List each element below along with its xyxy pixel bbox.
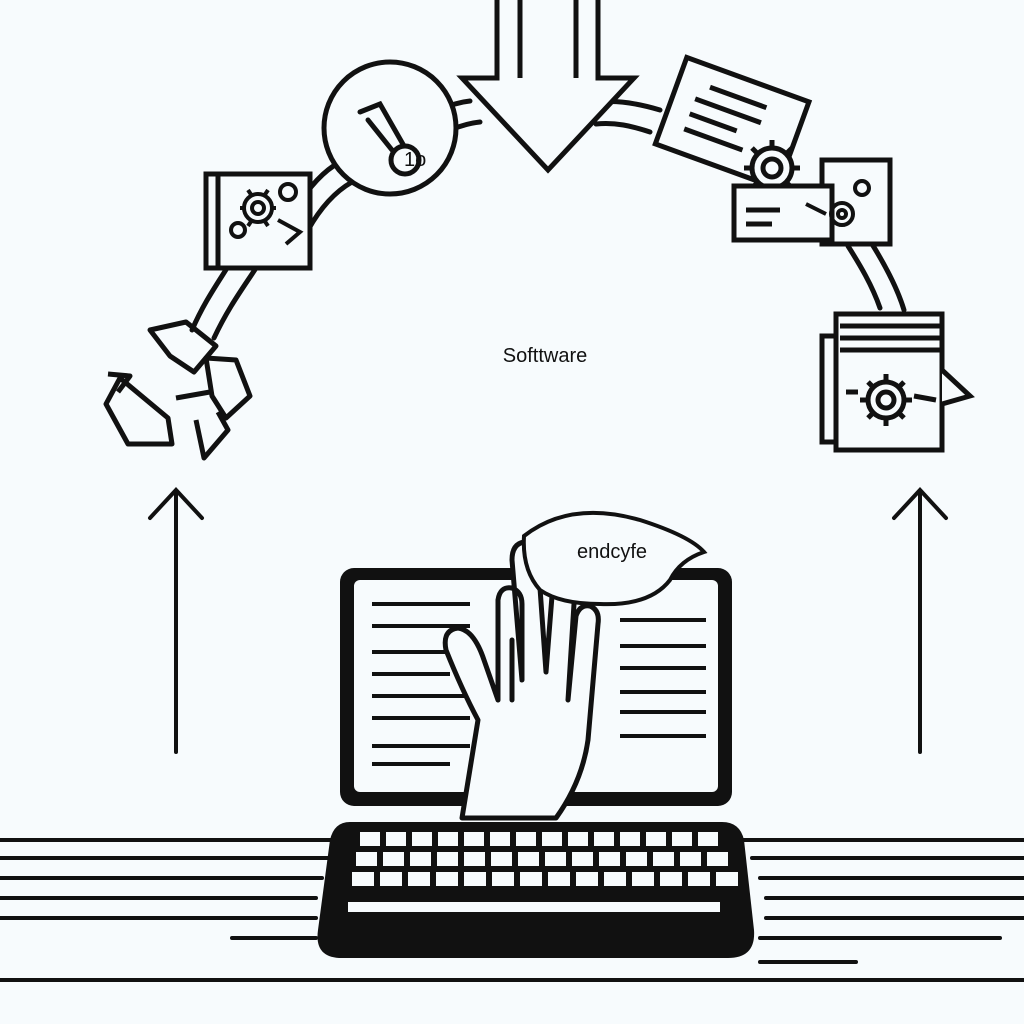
keyboard-key [572, 852, 593, 866]
up-arrow-icon [892, 487, 948, 754]
keyboard-key [594, 832, 614, 846]
keyboard-key [680, 852, 701, 866]
keyboard-key [464, 852, 485, 866]
keyboard-key [576, 872, 598, 886]
keyboard-key [386, 832, 406, 846]
keyboard-key [352, 872, 374, 886]
keyboard-key [545, 852, 566, 866]
keyboard-key [491, 852, 512, 866]
keyboard-keys [352, 832, 738, 886]
keyboard-key [492, 872, 514, 886]
keyboard-key [383, 852, 404, 866]
keyboard-key [646, 832, 666, 846]
keyboard-key [464, 872, 486, 886]
keyboard-key [516, 832, 536, 846]
keyboard-key [437, 852, 458, 866]
key-icon: 1o [321, 59, 459, 197]
keyboard-key [436, 872, 458, 886]
keyboard-key [707, 852, 728, 866]
keyboard-key [660, 872, 682, 886]
keyboard-icon [317, 822, 755, 958]
keyboard-key [688, 872, 710, 886]
keyboard-key [518, 852, 539, 866]
keyboard-key [620, 832, 640, 846]
key-badge-text: 1o [404, 149, 426, 171]
keyboard-key [632, 872, 654, 886]
keyboard-key [672, 832, 692, 846]
keyboard-key [568, 832, 588, 846]
speech-bubble: endcyfe [521, 510, 708, 607]
gear-document-icon [203, 171, 313, 271]
settings-document-icon [652, 54, 813, 196]
keyboard-key [626, 852, 647, 866]
keyboard-key [438, 832, 458, 846]
keyboard-key [412, 832, 432, 846]
keyboard-key [356, 852, 377, 866]
config-file-icon [731, 157, 893, 247]
keyboard-key [548, 872, 570, 886]
up-arrow-icon [148, 487, 204, 754]
keyboard-key [408, 872, 430, 886]
keyboard-key [542, 832, 562, 846]
keyboard-key [604, 872, 626, 886]
keyboard-key [599, 852, 620, 866]
down-arrow-icon [456, 0, 640, 174]
keyboard-key [360, 832, 380, 846]
recycle-icon [103, 319, 253, 461]
gear-stack-icon [819, 311, 975, 453]
keyboard-key [698, 832, 718, 846]
keyboard-key [380, 872, 402, 886]
keyboard-key [716, 872, 738, 886]
keyboard-key [464, 832, 484, 846]
keyboard-key [520, 872, 542, 886]
keyboard-key [490, 832, 510, 846]
bubble-label: endcyfe [577, 541, 647, 563]
desk-lines [0, 838, 1024, 982]
keyboard-key [653, 852, 674, 866]
keyboard-key [410, 852, 431, 866]
screen-text-lines [372, 602, 706, 766]
center-label: Softtware [503, 345, 587, 367]
